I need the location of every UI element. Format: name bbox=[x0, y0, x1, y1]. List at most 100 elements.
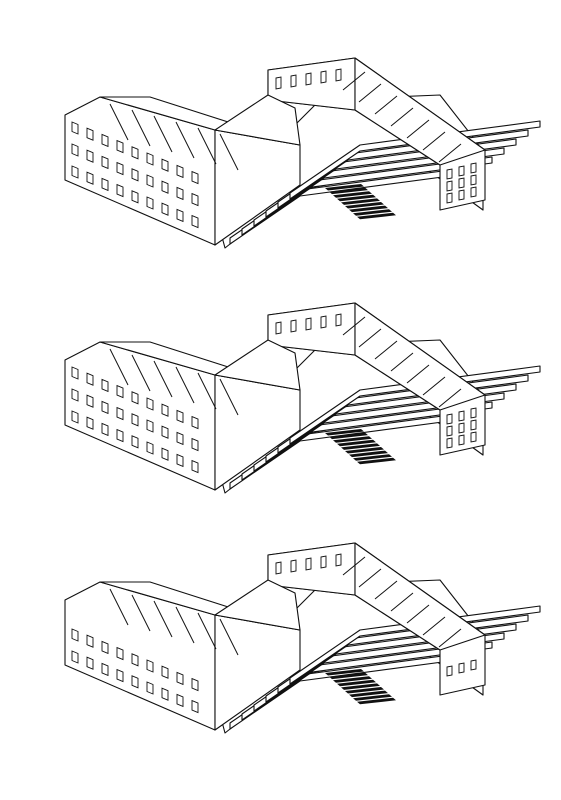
window bbox=[161, 403, 169, 417]
central-stair bbox=[325, 184, 396, 220]
partition-wall bbox=[131, 109, 151, 147]
window bbox=[101, 640, 109, 655]
window bbox=[161, 447, 169, 461]
window bbox=[86, 171, 94, 185]
window bbox=[275, 321, 282, 335]
stair-tread bbox=[341, 443, 380, 450]
stair-tread bbox=[341, 683, 380, 690]
window bbox=[101, 422, 109, 437]
window bbox=[71, 366, 79, 380]
stair-tread bbox=[353, 694, 392, 701]
window bbox=[116, 646, 124, 661]
partition-wall bbox=[219, 133, 239, 171]
partition-wall bbox=[175, 366, 195, 404]
window bbox=[470, 162, 477, 174]
window bbox=[146, 681, 154, 695]
window bbox=[116, 161, 124, 176]
window bbox=[146, 441, 154, 455]
window bbox=[275, 561, 282, 575]
stair-tread bbox=[337, 194, 376, 202]
partition-wall bbox=[342, 71, 366, 91]
window bbox=[71, 165, 79, 179]
stair-tread bbox=[325, 184, 364, 191]
window bbox=[176, 208, 184, 223]
partition-wall bbox=[390, 107, 414, 127]
window bbox=[146, 659, 154, 673]
window bbox=[101, 662, 109, 677]
window bbox=[446, 180, 453, 192]
window bbox=[335, 553, 342, 567]
partition-wall bbox=[175, 606, 195, 644]
window bbox=[146, 196, 154, 210]
left-block bbox=[64, 341, 301, 491]
window bbox=[176, 186, 184, 201]
window bbox=[86, 634, 94, 648]
window bbox=[116, 183, 124, 198]
stair-tread bbox=[353, 454, 392, 461]
partition-wall bbox=[358, 328, 382, 348]
window bbox=[470, 431, 477, 443]
window bbox=[305, 72, 312, 86]
stair-tread bbox=[329, 187, 368, 195]
stair-tread bbox=[333, 676, 372, 683]
terrace-step bbox=[289, 365, 541, 445]
window bbox=[71, 388, 79, 402]
window bbox=[71, 410, 79, 424]
partition-wall bbox=[438, 388, 462, 408]
window bbox=[86, 656, 94, 670]
window bbox=[131, 413, 139, 427]
partition-wall bbox=[406, 604, 430, 624]
stair-tread bbox=[337, 439, 376, 447]
window bbox=[71, 650, 79, 664]
stair-tread bbox=[329, 672, 368, 680]
partition-wall bbox=[153, 115, 173, 153]
window bbox=[470, 174, 477, 186]
window bbox=[320, 70, 327, 84]
partition-wall bbox=[175, 121, 195, 159]
central-stair bbox=[325, 669, 396, 705]
window bbox=[446, 168, 453, 180]
connecting-bridge bbox=[214, 94, 301, 146]
window bbox=[161, 180, 169, 194]
partition-wall bbox=[374, 95, 398, 115]
stair-tread bbox=[329, 432, 368, 440]
stair-tread bbox=[357, 212, 396, 220]
stair-tread bbox=[325, 669, 364, 676]
window bbox=[101, 155, 109, 170]
window bbox=[86, 394, 94, 408]
partition-wall bbox=[422, 616, 446, 636]
stair-tread bbox=[341, 198, 380, 205]
terrace-step bbox=[289, 120, 541, 200]
window bbox=[116, 406, 124, 421]
partition-wall bbox=[358, 568, 382, 588]
stair-tread bbox=[337, 679, 376, 687]
stair-tread bbox=[325, 429, 364, 436]
partition-wall bbox=[374, 340, 398, 360]
window bbox=[290, 74, 297, 88]
partition-wall bbox=[438, 143, 462, 163]
window bbox=[176, 453, 184, 468]
window bbox=[86, 416, 94, 430]
window bbox=[458, 189, 465, 201]
stair-tread bbox=[333, 436, 372, 443]
window bbox=[71, 628, 79, 642]
partition-wall bbox=[390, 592, 414, 612]
window bbox=[161, 202, 169, 216]
window bbox=[86, 372, 94, 386]
window bbox=[470, 407, 477, 419]
partition-wall bbox=[131, 594, 151, 632]
window bbox=[131, 435, 139, 449]
window bbox=[131, 391, 139, 405]
window bbox=[146, 174, 154, 188]
terrace-step bbox=[289, 605, 541, 685]
right-block bbox=[267, 302, 486, 456]
axonometric-middle-floor bbox=[64, 302, 541, 494]
stair-tread bbox=[345, 447, 384, 454]
window bbox=[470, 659, 477, 671]
partition-wall bbox=[342, 316, 366, 336]
partition-wall bbox=[153, 600, 173, 638]
connecting-bridge bbox=[214, 339, 301, 391]
connecting-bridge bbox=[214, 579, 301, 631]
central-stair bbox=[325, 429, 396, 465]
partition-wall bbox=[438, 628, 462, 648]
